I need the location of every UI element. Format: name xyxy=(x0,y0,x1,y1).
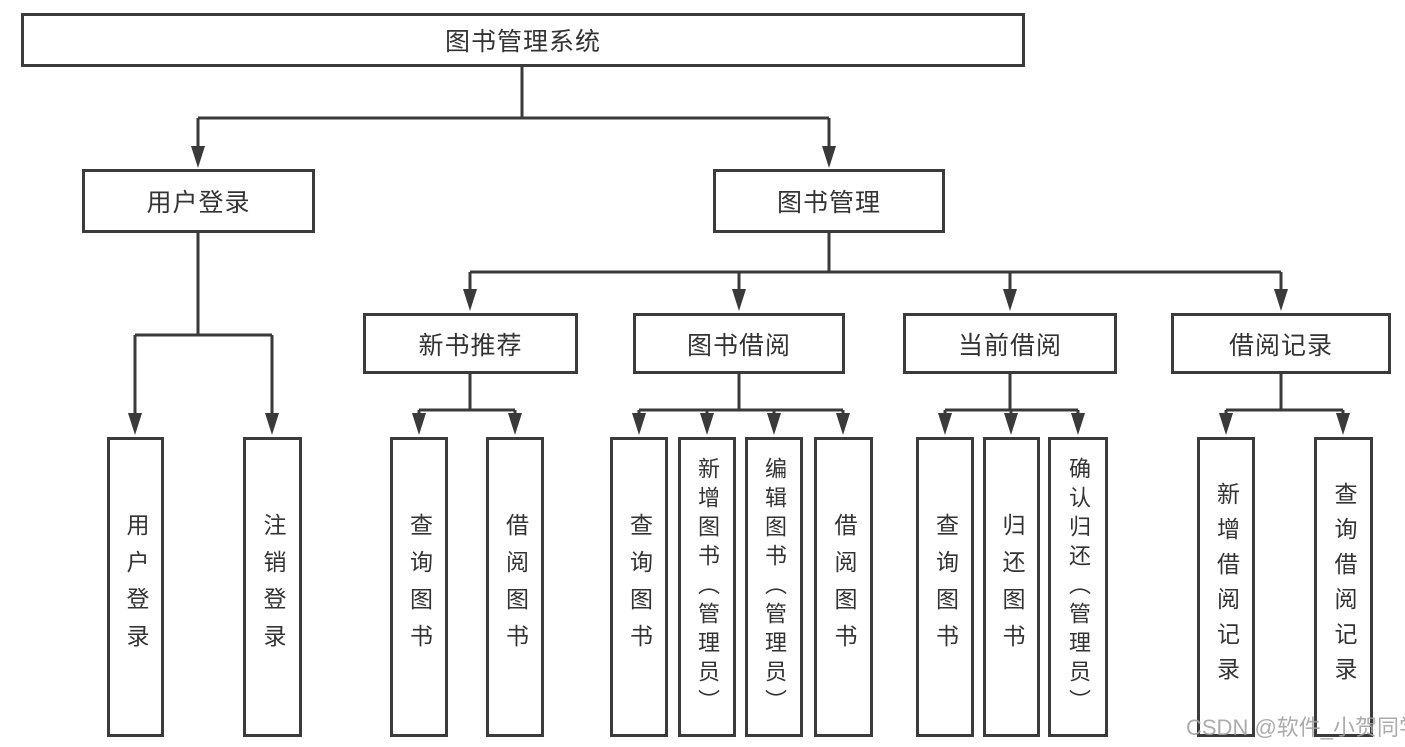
arrow-down-icon xyxy=(191,146,205,168)
leaf-label: 查询借阅记录 xyxy=(1331,482,1357,692)
leaf-user-login: 用户登录 xyxy=(107,437,164,737)
arrow-down-icon xyxy=(1071,413,1085,435)
arrow-down-icon xyxy=(508,413,522,435)
arrow-down-icon xyxy=(128,413,142,435)
leaf-label: 新增图书（管理员） xyxy=(695,456,720,718)
node-book-borrowing: 图书借阅 xyxy=(633,313,845,374)
leaf-label: 编辑图书（管理员） xyxy=(762,456,787,718)
leaf-label: 查询图书 xyxy=(406,513,433,661)
arrow-down-icon xyxy=(700,413,714,435)
node-book-management: 图书管理 xyxy=(713,169,945,233)
leaf-label: 查询图书 xyxy=(932,513,959,661)
node-user-login: 用户登录 xyxy=(82,169,315,233)
arrow-down-icon xyxy=(767,413,781,435)
arrow-down-icon xyxy=(632,413,646,435)
node-borrowing-records: 借阅记录 xyxy=(1171,313,1391,374)
leaf-borrow-books-borrowing: 借阅图书 xyxy=(814,437,873,737)
node-label: 新书推荐 xyxy=(418,331,523,360)
leaf-add-borrow-record: 新增借阅记录 xyxy=(1197,437,1255,737)
arrowheads xyxy=(128,146,1350,435)
arrow-down-icon xyxy=(822,146,836,168)
leaf-label: 借阅图书 xyxy=(831,513,857,661)
arrow-down-icon xyxy=(1219,413,1233,435)
leaf-logout-login: 注销登录 xyxy=(243,437,302,737)
arrow-down-icon xyxy=(1336,413,1350,435)
leaf-confirm-return-admin: 确认归还（管理员） xyxy=(1048,437,1108,737)
node-label: 借阅记录 xyxy=(1228,331,1333,360)
leaf-query-books-current: 查询图书 xyxy=(916,437,974,737)
node-current-borrowing: 当前借阅 xyxy=(903,313,1117,374)
watermark: CSDN @软件_小贺同学 xyxy=(1186,715,1405,740)
node-label: 图书管理系统 xyxy=(444,28,601,56)
leaf-query-books-recommend: 查询图书 xyxy=(390,437,448,737)
arrow-down-icon xyxy=(732,289,746,311)
arrow-down-icon xyxy=(265,413,279,435)
connector-paths xyxy=(133,67,1345,415)
node-label: 图书管理 xyxy=(776,189,881,217)
arrow-down-icon xyxy=(1274,289,1288,311)
leaf-query-borrow-record: 查询借阅记录 xyxy=(1314,437,1373,737)
leaf-borrow-books-recommend: 借阅图书 xyxy=(486,437,544,737)
leaf-label: 用户登录 xyxy=(123,513,149,661)
leaf-label: 注销登录 xyxy=(260,513,286,661)
leaf-label: 归还图书 xyxy=(999,513,1025,661)
arrow-down-icon xyxy=(1004,413,1018,435)
leaf-label: 借阅图书 xyxy=(502,513,529,661)
arrow-down-icon xyxy=(938,413,952,435)
leaf-label: 新增借阅记录 xyxy=(1213,482,1240,692)
leaf-add-book-admin: 新增图书（管理员） xyxy=(678,437,736,737)
node-label: 当前借阅 xyxy=(957,331,1062,360)
leaf-query-books-borrowing: 查询图书 xyxy=(610,437,668,737)
node-new-book-recommendation: 新书推荐 xyxy=(363,313,578,374)
leaf-edit-book-admin: 编辑图书（管理员） xyxy=(745,437,803,737)
arrow-down-icon xyxy=(1003,289,1017,311)
node-label: 用户登录 xyxy=(146,189,251,217)
leaf-label: 确认归还（管理员） xyxy=(1066,456,1091,718)
arrow-down-icon xyxy=(412,413,426,435)
arrow-down-icon xyxy=(836,413,850,435)
node-root: 图书管理系统 xyxy=(21,13,1025,67)
arrow-down-icon xyxy=(463,289,477,311)
leaf-label: 查询图书 xyxy=(626,513,653,661)
node-label: 图书借阅 xyxy=(686,331,791,360)
leaf-return-books: 归还图书 xyxy=(983,437,1040,737)
